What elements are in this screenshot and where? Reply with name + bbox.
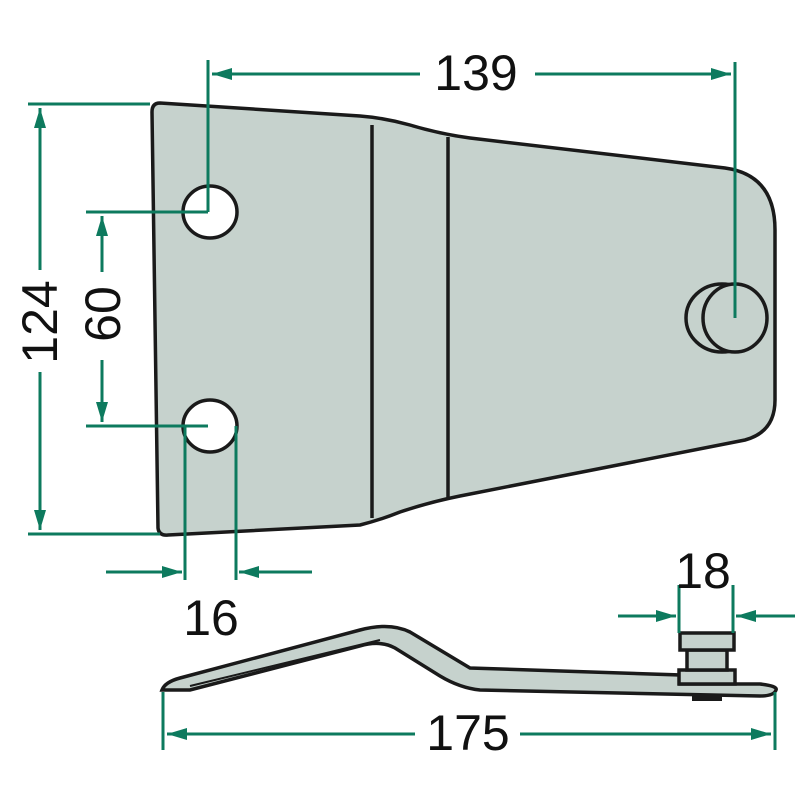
dimension-label: 124 [12,280,68,363]
dimension-18: 18 [618,543,795,633]
dimension-label: 60 [75,286,131,342]
plate-side-view [159,624,778,701]
dimension-124: 124 [12,102,160,536]
dimension-label: 175 [426,705,509,761]
dimension-label: 16 [183,590,239,646]
dimension-175: 175 [161,692,777,761]
dimension-label: 139 [434,45,517,101]
dimension-139: 139 [206,45,737,318]
plate-top-view [150,101,777,537]
pin-boss [684,282,769,354]
dimension-label: 18 [675,543,731,599]
dimension-16: 16 [106,426,312,646]
dimension-60: 60 [75,210,208,428]
